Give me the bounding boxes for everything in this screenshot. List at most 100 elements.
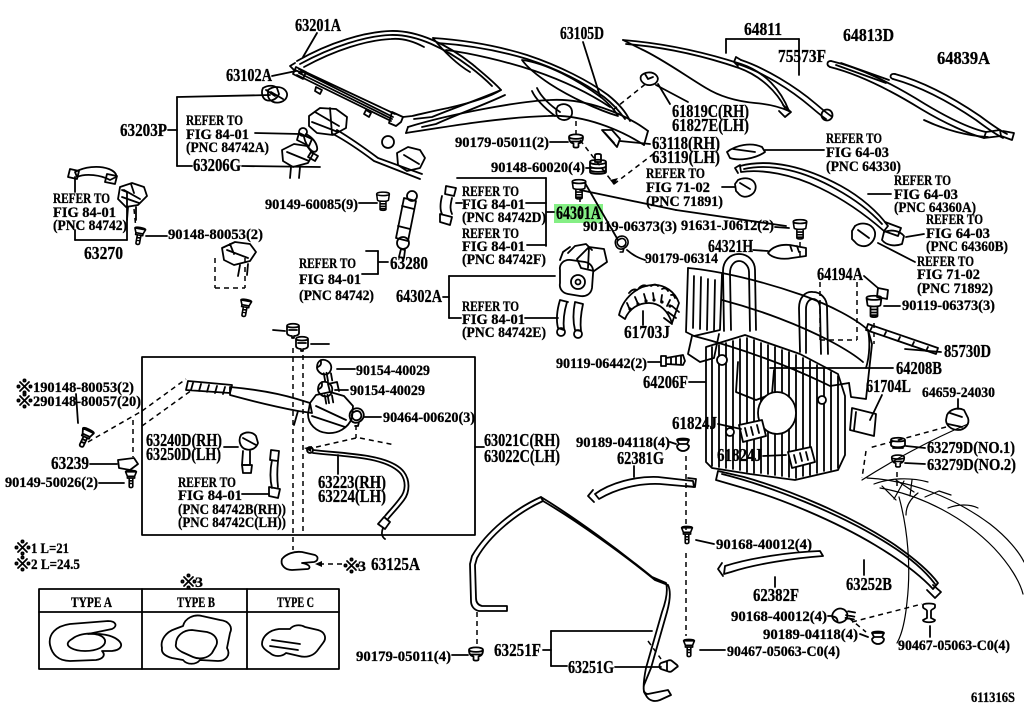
svg-text:90149-50026(2): 90149-50026(2)	[5, 475, 98, 491]
svg-text:REFER TO: REFER TO	[894, 173, 951, 189]
svg-text:63223(RH): 63223(RH)	[318, 472, 386, 493]
svg-text:85730D: 85730D	[944, 341, 991, 361]
svg-text:63118(RH): 63118(RH)	[652, 133, 720, 154]
svg-text:63252B: 63252B	[846, 574, 892, 594]
svg-text:90154-40029: 90154-40029	[356, 363, 430, 379]
svg-text:63224(LH): 63224(LH)	[318, 486, 386, 507]
svg-text:64301A: 64301A	[556, 203, 601, 224]
svg-text:63201A: 63201A	[295, 15, 341, 35]
svg-text:61704L: 61704L	[866, 376, 911, 396]
svg-text:(PNC 84742): (PNC 84742)	[299, 288, 374, 304]
svg-text:90189-04118(4): 90189-04118(4)	[576, 435, 670, 451]
svg-text:61824J: 61824J	[672, 413, 717, 433]
svg-text:REFER TO: REFER TO	[646, 166, 705, 182]
svg-text:REFER TO: REFER TO	[186, 113, 243, 129]
svg-text:61827E(LH): 61827E(LH)	[672, 115, 749, 136]
svg-text:63119(LH): 63119(LH)	[652, 147, 720, 168]
svg-text:(PNC 71891): (PNC 71891)	[646, 194, 723, 210]
svg-text:FIG 84-01: FIG 84-01	[299, 272, 361, 288]
svg-text:REFER TO: REFER TO	[178, 475, 236, 491]
svg-text:61703J: 61703J	[624, 322, 670, 342]
svg-text:63102A: 63102A	[226, 65, 272, 85]
svg-text:90179-05011(4): 90179-05011(4)	[356, 649, 451, 665]
svg-text:3: 3	[358, 559, 366, 575]
svg-text:REFER TO: REFER TO	[926, 212, 983, 228]
svg-text:190148-80053(2): 190148-80053(2)	[33, 380, 134, 396]
svg-text:(PNC 64330): (PNC 64330)	[826, 159, 901, 175]
svg-text:REFER TO: REFER TO	[462, 226, 519, 242]
svg-text:63270: 63270	[84, 243, 123, 263]
svg-text:(PNC 84742D): (PNC 84742D)	[462, 210, 546, 226]
svg-text:90179-05011(2): 90179-05011(2)	[455, 135, 549, 151]
svg-text:62382F: 62382F	[753, 585, 799, 605]
svg-text:3: 3	[195, 575, 203, 591]
svg-text:75573F: 75573F	[778, 46, 826, 66]
svg-text:TYPE A: TYPE A	[71, 595, 112, 611]
svg-text:REFER TO: REFER TO	[299, 256, 356, 272]
svg-text:90168-40012(4): 90168-40012(4)	[731, 609, 827, 625]
svg-text:64321H: 64321H	[708, 236, 753, 256]
svg-text:FIG 84-01: FIG 84-01	[53, 205, 116, 221]
svg-text:611316S: 611316S	[971, 690, 1015, 706]
svg-text:64811: 64811	[744, 19, 782, 39]
svg-text:FIG 84-01: FIG 84-01	[462, 197, 525, 213]
svg-text:63206G: 63206G	[193, 155, 241, 175]
svg-text:(PNC 84742B(RH)): (PNC 84742B(RH))	[178, 502, 286, 518]
svg-text:90119-06373(3): 90119-06373(3)	[902, 298, 995, 314]
svg-text:(PNC 84742F): (PNC 84742F)	[462, 252, 546, 268]
svg-text:REFER TO: REFER TO	[826, 131, 882, 147]
svg-text:90148-60020(4): 90148-60020(4)	[491, 160, 585, 176]
svg-text:FIG 84-01: FIG 84-01	[186, 127, 249, 143]
svg-text:64206F: 64206F	[643, 372, 688, 392]
svg-text:63203P: 63203P	[120, 120, 167, 140]
svg-text:FIG 64-03: FIG 64-03	[826, 145, 889, 161]
svg-text:90149-60085(9): 90149-60085(9)	[265, 197, 358, 213]
svg-text:FIG 64-03: FIG 64-03	[926, 226, 990, 242]
svg-text:64813D: 64813D	[843, 25, 894, 45]
svg-text:90148-80053(2): 90148-80053(2)	[168, 227, 263, 243]
svg-text:62381G: 62381G	[617, 448, 664, 468]
svg-text:FIG 84-01: FIG 84-01	[462, 312, 525, 328]
svg-text:90119-06442(2): 90119-06442(2)	[556, 356, 647, 372]
svg-text:90119-06373(3): 90119-06373(3)	[583, 219, 677, 235]
svg-text:90168-40012(4): 90168-40012(4)	[716, 537, 812, 553]
svg-text:63105D: 63105D	[560, 23, 604, 43]
svg-text:(PNC 84742C(LH)): (PNC 84742C(LH))	[178, 515, 286, 531]
svg-text:63251F: 63251F	[494, 640, 541, 660]
svg-text:TYPE C: TYPE C	[277, 595, 314, 611]
svg-text:1 L=21: 1 L=21	[31, 541, 69, 557]
svg-text:64659-24030: 64659-24030	[922, 385, 995, 401]
svg-text:63239: 63239	[51, 453, 89, 473]
svg-text:REFER TO: REFER TO	[462, 184, 519, 200]
svg-text:REFER TO: REFER TO	[53, 191, 110, 207]
svg-text:64194A: 64194A	[817, 264, 863, 284]
svg-text:90467-05063-C0(4): 90467-05063-C0(4)	[727, 644, 840, 660]
svg-text:TYPE B: TYPE B	[177, 595, 215, 611]
svg-text:FIG 84-01: FIG 84-01	[178, 488, 242, 504]
svg-text:(PNC 84742): (PNC 84742)	[53, 218, 127, 234]
svg-text:63240D(RH): 63240D(RH)	[146, 430, 222, 451]
svg-text:90179-06314: 90179-06314	[645, 251, 718, 267]
svg-text:63250D(LH): 63250D(LH)	[146, 444, 221, 465]
svg-text:63279D(NO.1): 63279D(NO.1)	[927, 438, 1015, 457]
svg-text:64208B: 64208B	[896, 358, 942, 378]
svg-text:(PNC 84742A): (PNC 84742A)	[186, 140, 269, 156]
svg-text:(PNC 84742E): (PNC 84742E)	[462, 325, 546, 341]
svg-text:63280: 63280	[390, 253, 428, 273]
svg-text:63021C(RH): 63021C(RH)	[484, 430, 560, 451]
svg-text:90467-05063-C0(4): 90467-05063-C0(4)	[898, 638, 1010, 654]
svg-text:64302A: 64302A	[396, 286, 442, 306]
svg-text:63279D(NO.2): 63279D(NO.2)	[927, 455, 1016, 474]
svg-text:REFER TO: REFER TO	[917, 254, 974, 270]
svg-text:90154-40029: 90154-40029	[350, 383, 425, 399]
svg-text:(PNC 64360B): (PNC 64360B)	[926, 239, 1008, 255]
svg-text:61819C(RH): 61819C(RH)	[672, 101, 749, 122]
svg-text:290148-80057(20): 290148-80057(20)	[33, 394, 141, 410]
svg-text:REFER TO: REFER TO	[462, 299, 519, 315]
svg-text:63251G: 63251G	[568, 657, 614, 677]
svg-text:63125A: 63125A	[371, 554, 420, 574]
svg-text:61824J: 61824J	[717, 445, 762, 465]
svg-text:FIG 64-03: FIG 64-03	[894, 187, 958, 203]
svg-text:91631-J0612(2): 91631-J0612(2)	[681, 218, 774, 234]
svg-text:64839A: 64839A	[937, 48, 990, 68]
